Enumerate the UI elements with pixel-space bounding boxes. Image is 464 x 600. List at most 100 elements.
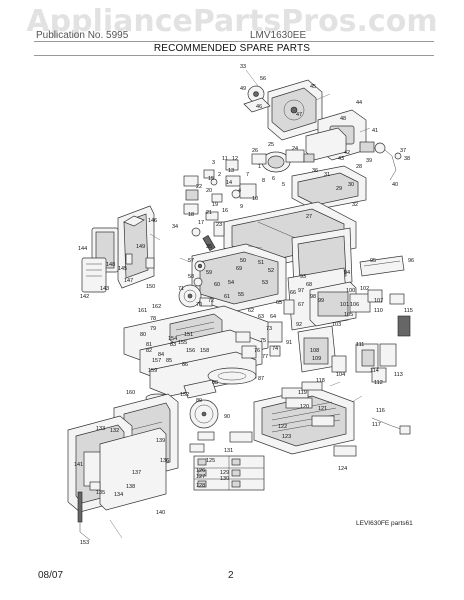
callout-142: 142 (80, 294, 89, 300)
header-rule-bottom (34, 55, 434, 56)
callout-71: 71 (178, 286, 184, 292)
callout-40: 40 (392, 182, 398, 188)
callout-19: 19 (212, 202, 218, 208)
callout-120: 120 (300, 404, 309, 410)
callout-8: 8 (262, 178, 265, 184)
callout-83: 83 (170, 342, 176, 348)
callout-2: 2 (218, 172, 221, 178)
callout-108: 108 (310, 348, 319, 354)
callout-91: 91 (286, 340, 292, 346)
callout-152: 152 (180, 392, 189, 398)
callout-72: 72 (208, 298, 214, 304)
callout-51: 51 (258, 260, 264, 266)
callout-87: 87 (258, 376, 264, 382)
callout-3: 3 (212, 160, 215, 166)
callout-68: 68 (306, 282, 312, 288)
model-number: LMV1630EE (250, 30, 307, 41)
callout-10: 10 (252, 196, 258, 202)
callout-63: 63 (258, 314, 264, 320)
callout-31: 31 (324, 172, 330, 178)
callout-161: 161 (138, 308, 147, 314)
callout-labels: 33 56 49 46 45 44 41 37 38 39 42 43 40 4… (74, 64, 414, 546)
callout-113: 113 (394, 372, 403, 378)
callout-77: 77 (262, 354, 268, 360)
callout-55: 55 (238, 292, 244, 298)
callout-97: 97 (298, 288, 304, 294)
callout-114: 114 (370, 368, 379, 374)
callout-141: 141 (74, 462, 83, 468)
callout-127: 127 (196, 474, 205, 480)
callout-36: 36 (312, 168, 318, 174)
callout-73: 73 (266, 326, 272, 332)
callout-66: 66 (290, 290, 296, 296)
callout-76: 76 (254, 348, 260, 354)
leader-lines (109, 69, 371, 539)
callout-7: 7 (246, 172, 249, 178)
callout-99: 99 (318, 298, 324, 304)
page-title: RECOMMENDED SPARE PARTS (153, 43, 311, 54)
callout-54: 54 (228, 280, 234, 286)
callout-47: 47 (296, 112, 302, 118)
callout-26: 26 (252, 148, 258, 154)
callout-149: 149 (136, 244, 145, 250)
callout-162: 162 (152, 304, 161, 310)
callout-106: 106 (350, 302, 359, 308)
callout-105: 105 (344, 312, 353, 318)
callout-132: 132 (110, 428, 119, 434)
callout-109: 109 (312, 356, 321, 362)
callout-121: 121 (318, 406, 327, 412)
callout-137: 137 (132, 470, 141, 476)
callout-122: 122 (278, 424, 287, 430)
blower-assembly (243, 79, 402, 181)
callout-69: 69 (236, 266, 242, 272)
callout-75: 75 (260, 338, 266, 344)
callout-48: 48 (340, 116, 346, 122)
callout-104: 104 (336, 372, 345, 378)
callout-112: 112 (374, 380, 383, 386)
callout-158: 158 (200, 348, 209, 354)
callout-123: 123 (282, 434, 291, 440)
callout-150: 150 (146, 284, 155, 290)
callout-82: 82 (146, 348, 152, 354)
callout-27: 27 (306, 214, 312, 220)
callout-64: 64 (270, 314, 276, 320)
callout-78: 78 (150, 316, 156, 322)
callout-125: 125 (206, 458, 215, 464)
callout-20: 20 (206, 188, 212, 194)
callout-124: 124 (338, 466, 347, 472)
callout-4: 4 (238, 188, 241, 194)
callout-67: 67 (298, 302, 304, 308)
callout-60: 60 (214, 282, 220, 288)
callout-58: 58 (188, 274, 194, 280)
callout-33: 33 (240, 64, 246, 70)
callout-22: 22 (196, 184, 202, 190)
callout-43: 43 (338, 156, 344, 162)
callout-136: 136 (160, 458, 169, 464)
callout-134: 134 (114, 492, 123, 498)
callout-80: 80 (140, 332, 146, 338)
callout-41: 41 (372, 128, 378, 134)
electrical-components (265, 281, 411, 383)
callout-59: 59 (206, 270, 212, 276)
callout-21: 21 (206, 210, 212, 216)
callout-160: 160 (126, 390, 135, 396)
callout-79: 79 (150, 326, 156, 332)
callout-92: 92 (296, 322, 302, 328)
callout-147: 147 (124, 278, 133, 284)
callout-61: 61 (224, 294, 230, 300)
callout-86: 86 (182, 362, 188, 368)
motor-assembly (225, 149, 367, 211)
callout-16: 16 (222, 208, 228, 214)
parts-kit-boxes (193, 455, 265, 491)
callout-135: 135 (96, 490, 105, 496)
callout-5: 5 (282, 182, 285, 188)
callout-96: 96 (408, 258, 414, 264)
callout-115: 115 (404, 308, 413, 314)
callout-49: 49 (240, 86, 246, 92)
callout-62: 62 (248, 308, 254, 314)
callout-103: 103 (332, 322, 341, 328)
header-rule-top (34, 41, 434, 42)
callout-12: 12 (232, 156, 238, 162)
callout-100: 100 (346, 288, 355, 294)
callout-14: 14 (226, 180, 232, 186)
